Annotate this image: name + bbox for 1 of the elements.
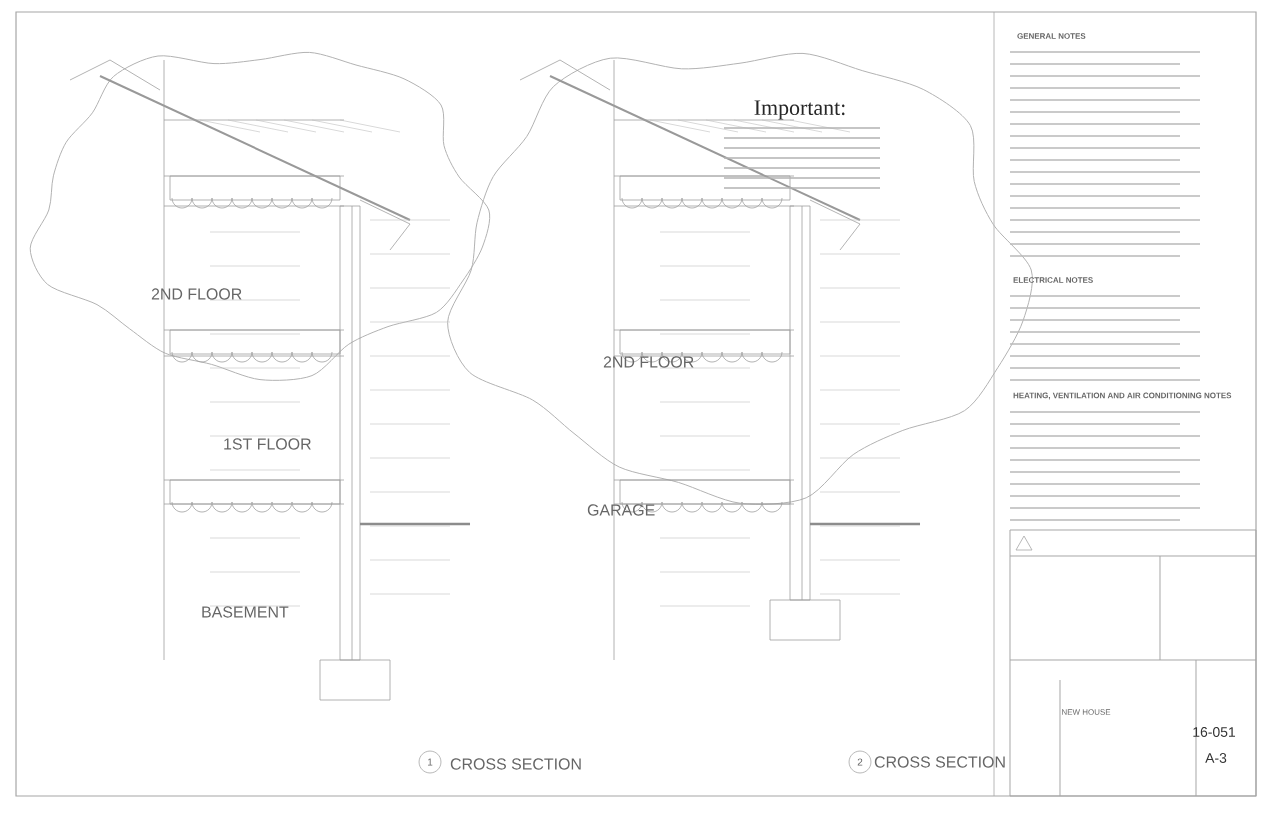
notice-heading: Important: [754, 100, 845, 120]
